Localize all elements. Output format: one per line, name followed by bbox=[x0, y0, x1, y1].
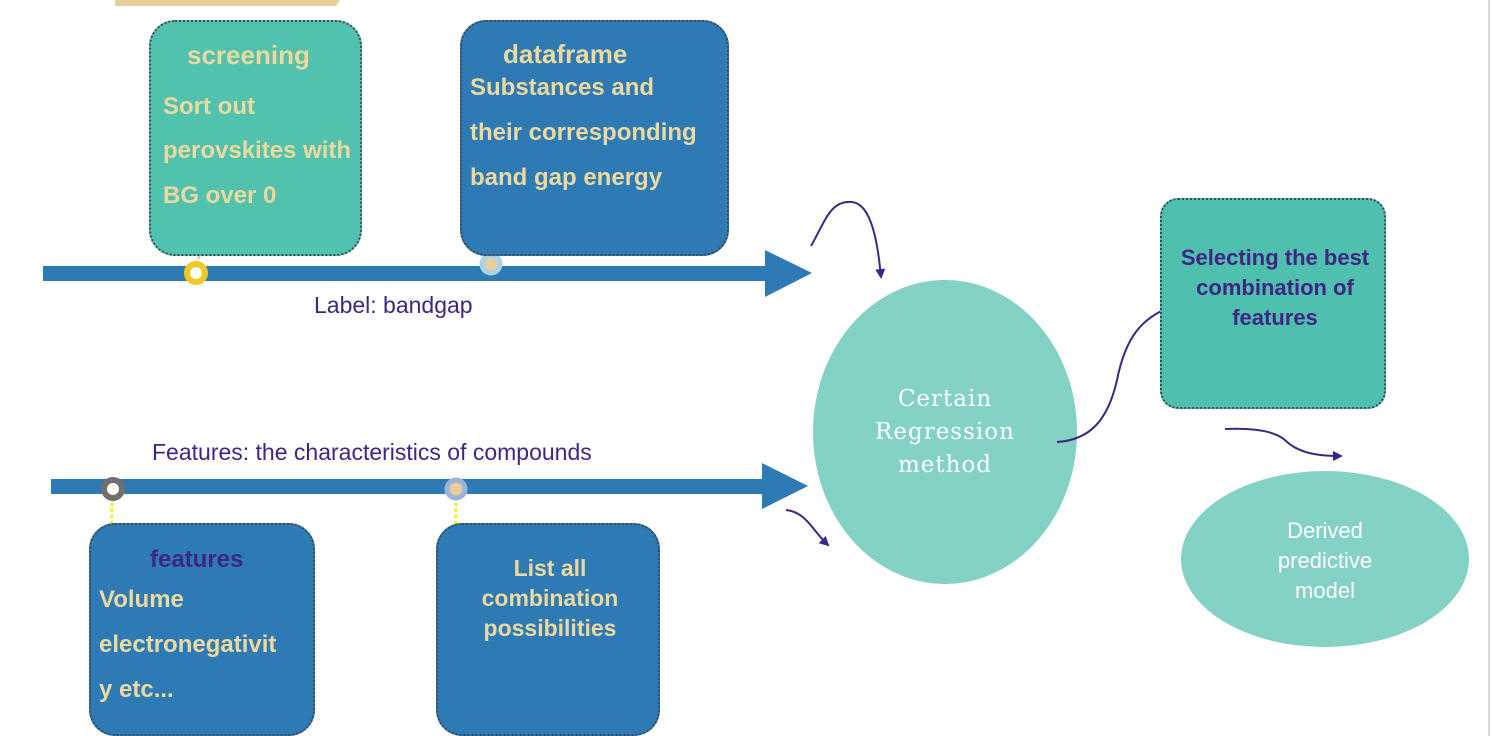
features-title: features bbox=[150, 546, 244, 573]
combinations-line-1: List all bbox=[513, 555, 587, 581]
dataframe-node bbox=[479, 252, 503, 276]
model-ellipse bbox=[1181, 471, 1469, 647]
model-line-2: predictive bbox=[1277, 548, 1373, 573]
regression-line-1: Certain bbox=[897, 386, 993, 412]
model-line-3: model bbox=[1295, 578, 1355, 603]
selection-line-1: Selecting the best bbox=[1180, 245, 1370, 270]
features-box: features Volume electronegativit y etc..… bbox=[89, 523, 315, 736]
flow-arrow-to-model bbox=[1224, 427, 1343, 461]
label-timeline-arrow bbox=[43, 250, 812, 297]
selection-box: Selecting the best combination of featur… bbox=[1160, 198, 1386, 409]
flow-arrow-to-regression bbox=[810, 200, 886, 279]
flow-arrow-features-to-regression bbox=[785, 509, 830, 547]
dataframe-box: dataframe Substances and their correspon… bbox=[460, 20, 729, 256]
screening-title: screening bbox=[187, 40, 310, 70]
regression-text: Certain Regression method bbox=[830, 383, 1060, 482]
screening-line-1: Sort out bbox=[163, 93, 255, 120]
top-strip bbox=[115, 0, 340, 6]
model-line-1: Derived bbox=[1287, 518, 1363, 543]
combinations-node bbox=[444, 477, 468, 501]
screening-line-3: BG over 0 bbox=[163, 182, 277, 209]
dataframe-line-3: band gap energy bbox=[470, 164, 663, 191]
label-timeline-text: Label: bandgap bbox=[314, 292, 473, 318]
combinations-line-3: possibilities bbox=[483, 615, 617, 641]
features-timeline-arrow bbox=[51, 463, 808, 509]
screening-line-2: perovskites with bbox=[163, 137, 352, 164]
screening-box: screening Sort out perovskites with BG o… bbox=[149, 20, 362, 256]
dataframe-title: dataframe bbox=[503, 39, 628, 69]
model-text: Derived predictive model bbox=[1220, 516, 1430, 606]
regression-ellipse bbox=[813, 280, 1077, 584]
regression-line-2: Regression bbox=[875, 419, 1015, 445]
combinations-line-2: combination bbox=[481, 585, 619, 611]
dataframe-line-1: Substances and bbox=[470, 74, 655, 101]
features-line-3: y etc... bbox=[99, 676, 174, 703]
features-line-1: Volume bbox=[99, 586, 184, 613]
flow-arrow-to-selection bbox=[1056, 301, 1182, 443]
selection-line-3: features bbox=[1232, 305, 1318, 330]
regression-line-3: method bbox=[897, 452, 993, 478]
combinations-box: List all combination possibilities bbox=[436, 523, 660, 736]
screening-node bbox=[184, 261, 208, 285]
selection-line-2: combination of bbox=[1196, 275, 1354, 300]
features-timeline-text: Features: the characteristics of compoun… bbox=[152, 439, 592, 465]
features-node bbox=[101, 477, 125, 501]
dataframe-line-2: their corresponding bbox=[470, 119, 697, 146]
features-line-2: electronegativit bbox=[99, 631, 277, 658]
